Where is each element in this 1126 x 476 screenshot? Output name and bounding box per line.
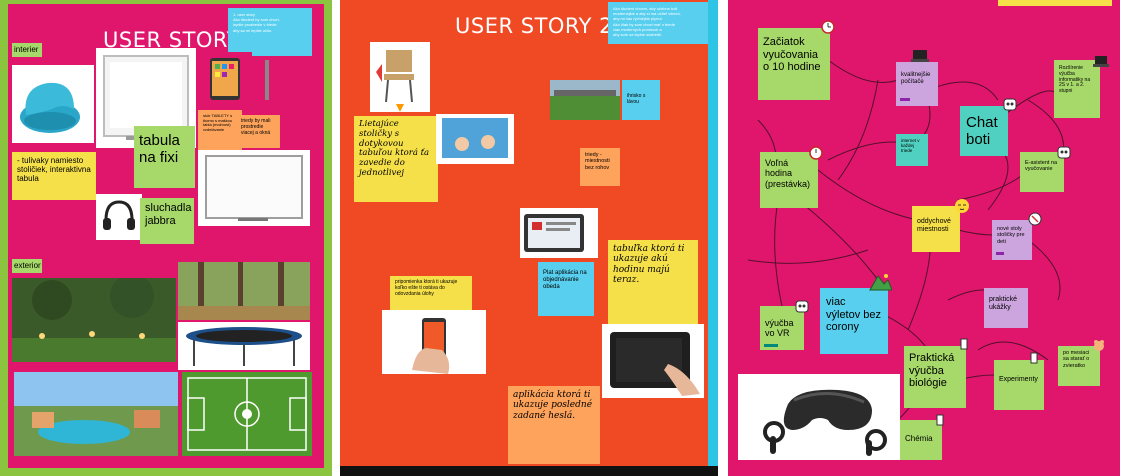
robot-icon-2 (1056, 144, 1072, 160)
panel2-title: USER STORY 2 (455, 14, 614, 38)
panel-user-story-interier: USER STORY 2 1. user story Ako študent b… (0, 0, 332, 476)
panel2-bottom-strip (340, 466, 718, 476)
panel-user-story-technology: USER STORY 2 Ako študent chcem, aby učeb… (340, 0, 718, 476)
triedy-note: triedy by mali prostredie viacej a okná (236, 115, 280, 148)
tablet-image (198, 52, 252, 106)
volna-hodina-note: Voľná hodina (prestávka) (760, 152, 818, 208)
tablety-note: skôr TABLETY s tkomo s maškou tabla (mož… (198, 110, 242, 150)
chemia-note: Chémia (900, 420, 942, 460)
bean-bag-image (12, 65, 94, 143)
alarm-clock-icon-2 (808, 144, 824, 160)
football-pitch-image (182, 372, 312, 456)
panel1-user-story-note: 1. user story Ako študent by som chcel, … (228, 8, 312, 56)
robot-icon-3 (794, 298, 810, 314)
phone-icon-2 (1030, 352, 1038, 364)
touch-board-image (436, 114, 514, 164)
tabulka-hodiny-note: tabuľka ktorá ti ukazuje akú hodinu majú… (608, 240, 698, 324)
laptop-icon (910, 48, 930, 64)
panel-ideas-board: Začiatok vyučovania o 10 hodine kvalitne… (728, 0, 1120, 476)
panel2-user-story-note: Ako študent chcem, aby učebne boli moder… (608, 2, 708, 44)
nove-stoly-note: nové stoly stoličky pre deti (992, 220, 1032, 260)
whiteboard-image (198, 150, 310, 226)
rozsirenie-informatiky-note: Rozšírenie výučba informatiky na 2S v 1.… (1054, 60, 1100, 118)
stadium-image (550, 80, 620, 120)
forest-image (178, 262, 310, 320)
kvalitnejsie-pocitace-note: kvalitnejšie počítače (896, 62, 938, 106)
laptop-icon-2 (1092, 54, 1110, 68)
triedy-bez-rohov-note: triedy - miestnosti bez rohov (580, 148, 620, 186)
prakticke-ukazky-note: praktické ukážky (984, 288, 1028, 328)
kvalitnejsie-bar (900, 98, 910, 101)
tools-icon (1028, 212, 1042, 226)
top-strip (998, 0, 1112, 6)
tabula-na-fixi-note: tabula na fixi (134, 126, 195, 188)
headphones-image (96, 194, 142, 240)
phone-icon-3 (936, 414, 944, 426)
aplikacia-hesla-note: aplikácia ktorá ti ukazuje posledné zada… (508, 386, 600, 464)
e-asistent-note: E-asistent na vyučovanie (1020, 152, 1064, 192)
internet-v-triede-note: internet v každej triede (896, 134, 928, 166)
po-mesiaci-zvieratko-note: po mesiaci sa starať o zvieratko (1058, 346, 1100, 386)
interactive-whiteboard-image (96, 48, 196, 148)
phone-icon (960, 338, 968, 350)
ihrisko-note: ihrisko s lávou (622, 80, 660, 120)
sleepy-face-icon (954, 198, 970, 214)
nove-stoly-bar (996, 252, 1004, 255)
vyucba-vr-bar (764, 344, 778, 347)
chat-boti-note: Chat boti (960, 106, 1008, 156)
vr-headset-image (738, 374, 900, 460)
drawing-tablet-image (602, 324, 704, 398)
oddychove-miestnosti-note: oddychové miestnosti (912, 206, 960, 252)
vyucba-vo-vr-note: výučba vo VR (760, 306, 804, 350)
prakticka-vyucba-biologie-note: Praktická výučba biológie (904, 346, 966, 408)
tulivaky-note: - tulivaky namiesto stoličiek, interakti… (12, 152, 96, 200)
plat-aplikacia-note: Plat aplikácia na objednávanie obeda (538, 262, 594, 316)
tablet-app-image (520, 208, 598, 258)
interier-label: interier (12, 43, 42, 57)
sluchadla-note: sluchadla jabbra (140, 198, 194, 244)
lietajuce-stolicky-note: Lietajúce stoličky s dotykovou tabuľou k… (354, 116, 438, 202)
viac-vyletov-note: viac výletov bez corony (820, 288, 888, 354)
stylus-image (256, 58, 278, 102)
exterior-label: exterior (12, 259, 42, 273)
mountain-icon (868, 272, 892, 292)
robot-icon (1002, 96, 1018, 112)
water-park-image (14, 372, 178, 456)
trampoline-image (178, 322, 310, 370)
hamster-icon (1092, 338, 1106, 352)
experimenty-note: Experimenty (994, 360, 1044, 410)
phone-in-hand-image (382, 310, 486, 374)
pripomienka-note: pripomienka ktorá ti ukazuje koľko ešte … (390, 276, 472, 310)
flying-chair-image (370, 42, 430, 112)
zaciatok-vyucovania-note: Začiatok vyučovania o 10 hodine (758, 28, 830, 100)
garden-image (12, 278, 176, 362)
alarm-clock-icon (820, 18, 836, 34)
